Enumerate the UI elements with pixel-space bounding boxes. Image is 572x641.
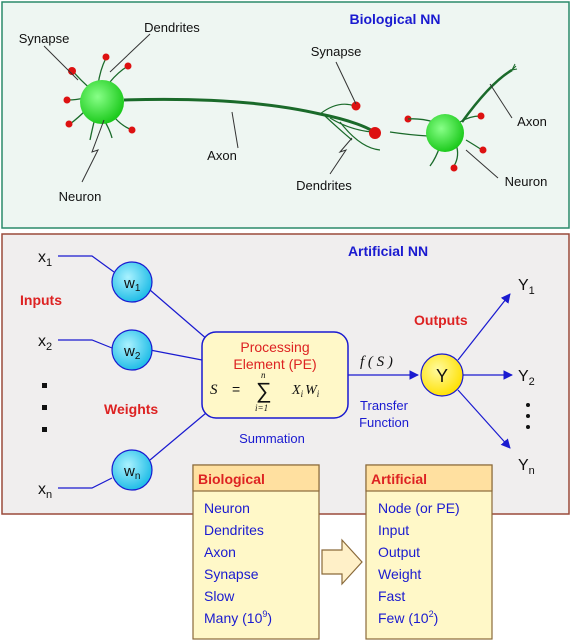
transfer-label-line2: Function [359, 415, 409, 430]
synapse-dot [479, 146, 487, 154]
axon-line [123, 97, 377, 135]
svg-text:i=1: i=1 [255, 403, 268, 413]
weight-label-1: w1 [123, 275, 141, 294]
pe-title-line2: Element (PE) [233, 356, 316, 372]
table-biological-row: Neuron [204, 500, 250, 516]
label-synapse-right: Synapse [311, 44, 362, 59]
synapse-dot [477, 112, 485, 120]
label-axon-right: Axon [517, 114, 547, 129]
table-biological-header: Biological [198, 471, 265, 487]
label-inputs: Inputs [20, 292, 62, 308]
svg-text:n: n [261, 370, 266, 380]
neuron-right [426, 114, 464, 152]
input-xn: xn [38, 481, 52, 501]
table-artificial-row: Few (102) [378, 609, 438, 626]
table-biological-row: Axon [204, 544, 236, 560]
weight-node-2 [111, 329, 153, 371]
table-artificial-row: Node (or PE) [378, 500, 460, 516]
label-neuron-right: Neuron [505, 174, 548, 189]
synapse-dot [68, 67, 76, 75]
table-biological-row: Synapse [204, 566, 259, 582]
table-artificial: Artificial Node (or PE) Input Output Wei… [365, 464, 493, 640]
label-synapse-left: Synapse [19, 31, 70, 46]
neuron-left [80, 80, 124, 124]
synapse-dot [450, 164, 458, 172]
table-artificial-row: Weight [378, 566, 421, 582]
label-dendrites-left: Dendrites [144, 20, 200, 35]
output-y2: Y2 [518, 368, 535, 388]
output-arrows [457, 293, 513, 449]
transfer-function-symbol: f ( S ) [360, 354, 393, 370]
label-weights: Weights [104, 401, 158, 417]
weight-label-n: wn [123, 463, 140, 482]
synapse-dot [102, 53, 110, 61]
axon-right-line [460, 68, 513, 123]
weight-label-2: w2 [123, 343, 141, 362]
transfer-label-line1: Transfer [360, 398, 409, 413]
synapse-dot [351, 101, 361, 111]
pointer-lines [43, 33, 513, 183]
sigma-symbol: ∑ [256, 378, 272, 403]
output-y1: Y1 [518, 277, 535, 297]
label-neuron-left: Neuron [59, 189, 102, 204]
table-biological: Biological Neuron Dendrites Axon Synapse… [192, 464, 320, 640]
table-artificial-row: Input [378, 522, 409, 538]
mapping-arrow [321, 538, 363, 586]
svg-text:S: S [210, 382, 218, 398]
pe-title-line1: Processing [240, 339, 309, 355]
synapse-dot [63, 96, 71, 104]
output-node-label: Y [436, 366, 448, 386]
table-artificial-row: Fast [378, 588, 405, 604]
weight-node-n [111, 449, 153, 491]
input-lines [58, 255, 213, 489]
synapse-dot [128, 126, 136, 134]
summation-label: Summation [239, 431, 305, 446]
table-biological-row: Many (109) [204, 609, 272, 626]
synapse-dot [369, 127, 381, 139]
biological-panel: Biological NN [1, 1, 570, 229]
output-ellipsis [526, 403, 530, 429]
artificial-title: Artificial NN [348, 243, 428, 259]
synapse-dot [124, 62, 132, 70]
weight-node-1 [111, 261, 153, 303]
table-biological-row: Slow [204, 588, 235, 604]
label-axon: Axon [207, 148, 237, 163]
biological-title: Biological NN [349, 11, 440, 27]
label-outputs: Outputs [414, 312, 468, 328]
input-ellipsis [42, 383, 47, 432]
svg-text:=: = [232, 381, 240, 397]
synapse-dot [65, 120, 73, 128]
label-dendrites-right: Dendrites [296, 178, 352, 193]
table-artificial-header: Artificial [371, 471, 427, 487]
table-biological-header-bg [192, 464, 320, 492]
input-x1: x1 [38, 249, 52, 269]
table-biological-row: Dendrites [204, 522, 264, 538]
table-artificial-header-bg [365, 464, 493, 492]
input-x2: x2 [38, 333, 52, 353]
table-artificial-row: Output [378, 544, 420, 560]
axon-right-tip [511, 63, 518, 71]
output-yn: Yn [518, 457, 535, 477]
